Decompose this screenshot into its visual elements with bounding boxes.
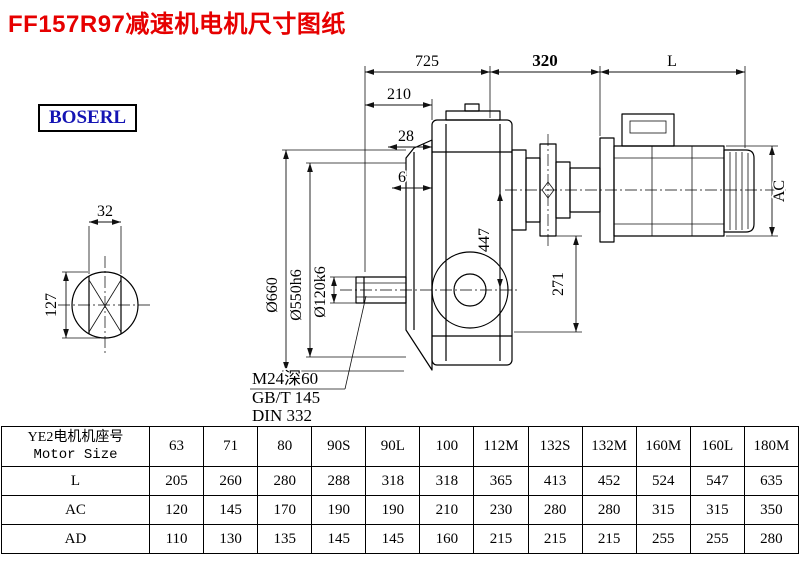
table-row-L: L 205 260 280 288 318 318 365 413 452 52… <box>1 466 800 496</box>
col-header: 132M <box>581 426 637 467</box>
output-flange <box>405 139 433 371</box>
cell: 230 <box>473 495 529 525</box>
brand-logo: BOSERL <box>38 104 138 132</box>
cell: 315 <box>635 495 691 525</box>
col-header: 90S <box>311 426 367 467</box>
dim-6-label: 6 <box>398 169 406 186</box>
dim-725-label: 725 <box>415 53 439 70</box>
cell: 215 <box>473 524 529 554</box>
page-title: FF157R97减速机电机尺寸图纸 <box>8 11 346 38</box>
dim-vertical: 447 271 AC <box>475 145 790 333</box>
row-label: L <box>1 466 150 496</box>
dim-L-label: L <box>667 53 677 70</box>
col-header: 90L <box>365 426 421 467</box>
cell: 135 <box>257 524 313 554</box>
dim-end-view: 32 127 <box>42 202 122 339</box>
col-header: 132S <box>527 426 583 467</box>
cell: 205 <box>148 466 205 496</box>
cell: 160 <box>419 524 475 554</box>
cell: 452 <box>581 466 637 496</box>
dim-diameters: Ø660 Ø550h6 Ø120k6 <box>263 149 406 372</box>
cell: 255 <box>635 524 691 554</box>
dia-550-label: Ø550h6 <box>288 269 305 321</box>
terminal-box <box>621 113 675 147</box>
note-thread: M24深60 <box>252 369 318 388</box>
cell: 547 <box>689 466 745 496</box>
cell: 524 <box>635 466 691 496</box>
dim-AC-label: AC <box>771 180 788 202</box>
cell: 120 <box>148 495 205 525</box>
dim-271-label: 271 <box>550 272 567 296</box>
cell: 280 <box>743 524 800 554</box>
shaft-end-view <box>71 271 139 339</box>
cell: 145 <box>311 524 367 554</box>
note-gb: GB/T 145 <box>252 388 320 407</box>
cell: 280 <box>527 495 583 525</box>
dim-32-label: 32 <box>97 203 113 220</box>
dim-210-label: 210 <box>387 86 411 103</box>
col-header: 112M <box>473 426 529 467</box>
cell: 190 <box>311 495 367 525</box>
cell: 210 <box>419 495 475 525</box>
col-header: 160M <box>635 426 691 467</box>
col-header: 100 <box>419 426 475 467</box>
cell: 215 <box>581 524 637 554</box>
cell: 365 <box>473 466 529 496</box>
cell: 350 <box>743 495 800 525</box>
cell: 288 <box>311 466 367 496</box>
output-shaft <box>355 276 407 304</box>
dim-127-label: 127 <box>43 293 60 317</box>
cell: 260 <box>203 466 259 496</box>
col-header: 180M <box>743 426 800 467</box>
electric-motor <box>599 113 755 243</box>
cell: 145 <box>203 495 259 525</box>
dim-447-label: 447 <box>476 228 493 252</box>
dia-120-label: Ø120k6 <box>312 266 329 318</box>
cell: 170 <box>257 495 313 525</box>
dim-28-label: 28 <box>398 128 414 145</box>
motor-size-header-cell: YE2电机机座号 Motor Size <box>1 426 150 467</box>
center-lines <box>58 134 786 354</box>
shaft-end-notes: M24深60 GB/T 145 DIN 332 <box>250 295 367 425</box>
table-header-row: YE2电机机座号 Motor Size 63 71 80 90S 90L 100… <box>1 426 800 467</box>
cell: 145 <box>365 524 421 554</box>
note-din: DIN 332 <box>252 406 312 425</box>
row-label: AD <box>1 524 150 554</box>
cell: 315 <box>689 495 745 525</box>
cell: 130 <box>203 524 259 554</box>
cell: 635 <box>743 466 800 496</box>
cell: 318 <box>365 466 421 496</box>
table-row-AC: AC 120 145 170 190 190 210 230 280 280 3… <box>1 495 800 525</box>
col-header: 160L <box>689 426 745 467</box>
motor-adapter <box>511 143 601 237</box>
center-mark-icon <box>541 181 555 199</box>
table-row-AD: AD 110 130 135 145 145 160 215 215 215 2… <box>1 524 800 554</box>
motor-size-table: YE2电机机座号 Motor Size 63 71 80 90S 90L 100… <box>1 426 800 554</box>
dia-660-label: Ø660 <box>264 277 281 313</box>
cell: 255 <box>689 524 745 554</box>
dim-320-label: 320 <box>532 51 558 70</box>
dim-top: 725 320 L 210 28 6 <box>364 50 746 272</box>
col-header: 80 <box>257 426 313 467</box>
cell: 280 <box>257 466 313 496</box>
row-label: AC <box>1 495 150 525</box>
dimension-drawing: 725 320 L 210 28 6 447 271 AC <box>42 50 790 426</box>
cell: 190 <box>365 495 421 525</box>
motor-size-header-cn: YE2电机机座号 <box>27 430 124 445</box>
col-header: 71 <box>203 426 259 467</box>
col-header: 63 <box>148 426 205 467</box>
cell: 413 <box>527 466 583 496</box>
cell: 318 <box>419 466 475 496</box>
cell: 280 <box>581 495 637 525</box>
cell: 110 <box>148 524 205 554</box>
fan-cowl <box>723 149 755 233</box>
cell: 215 <box>527 524 583 554</box>
motor-size-header-en: Motor Size <box>33 447 118 463</box>
